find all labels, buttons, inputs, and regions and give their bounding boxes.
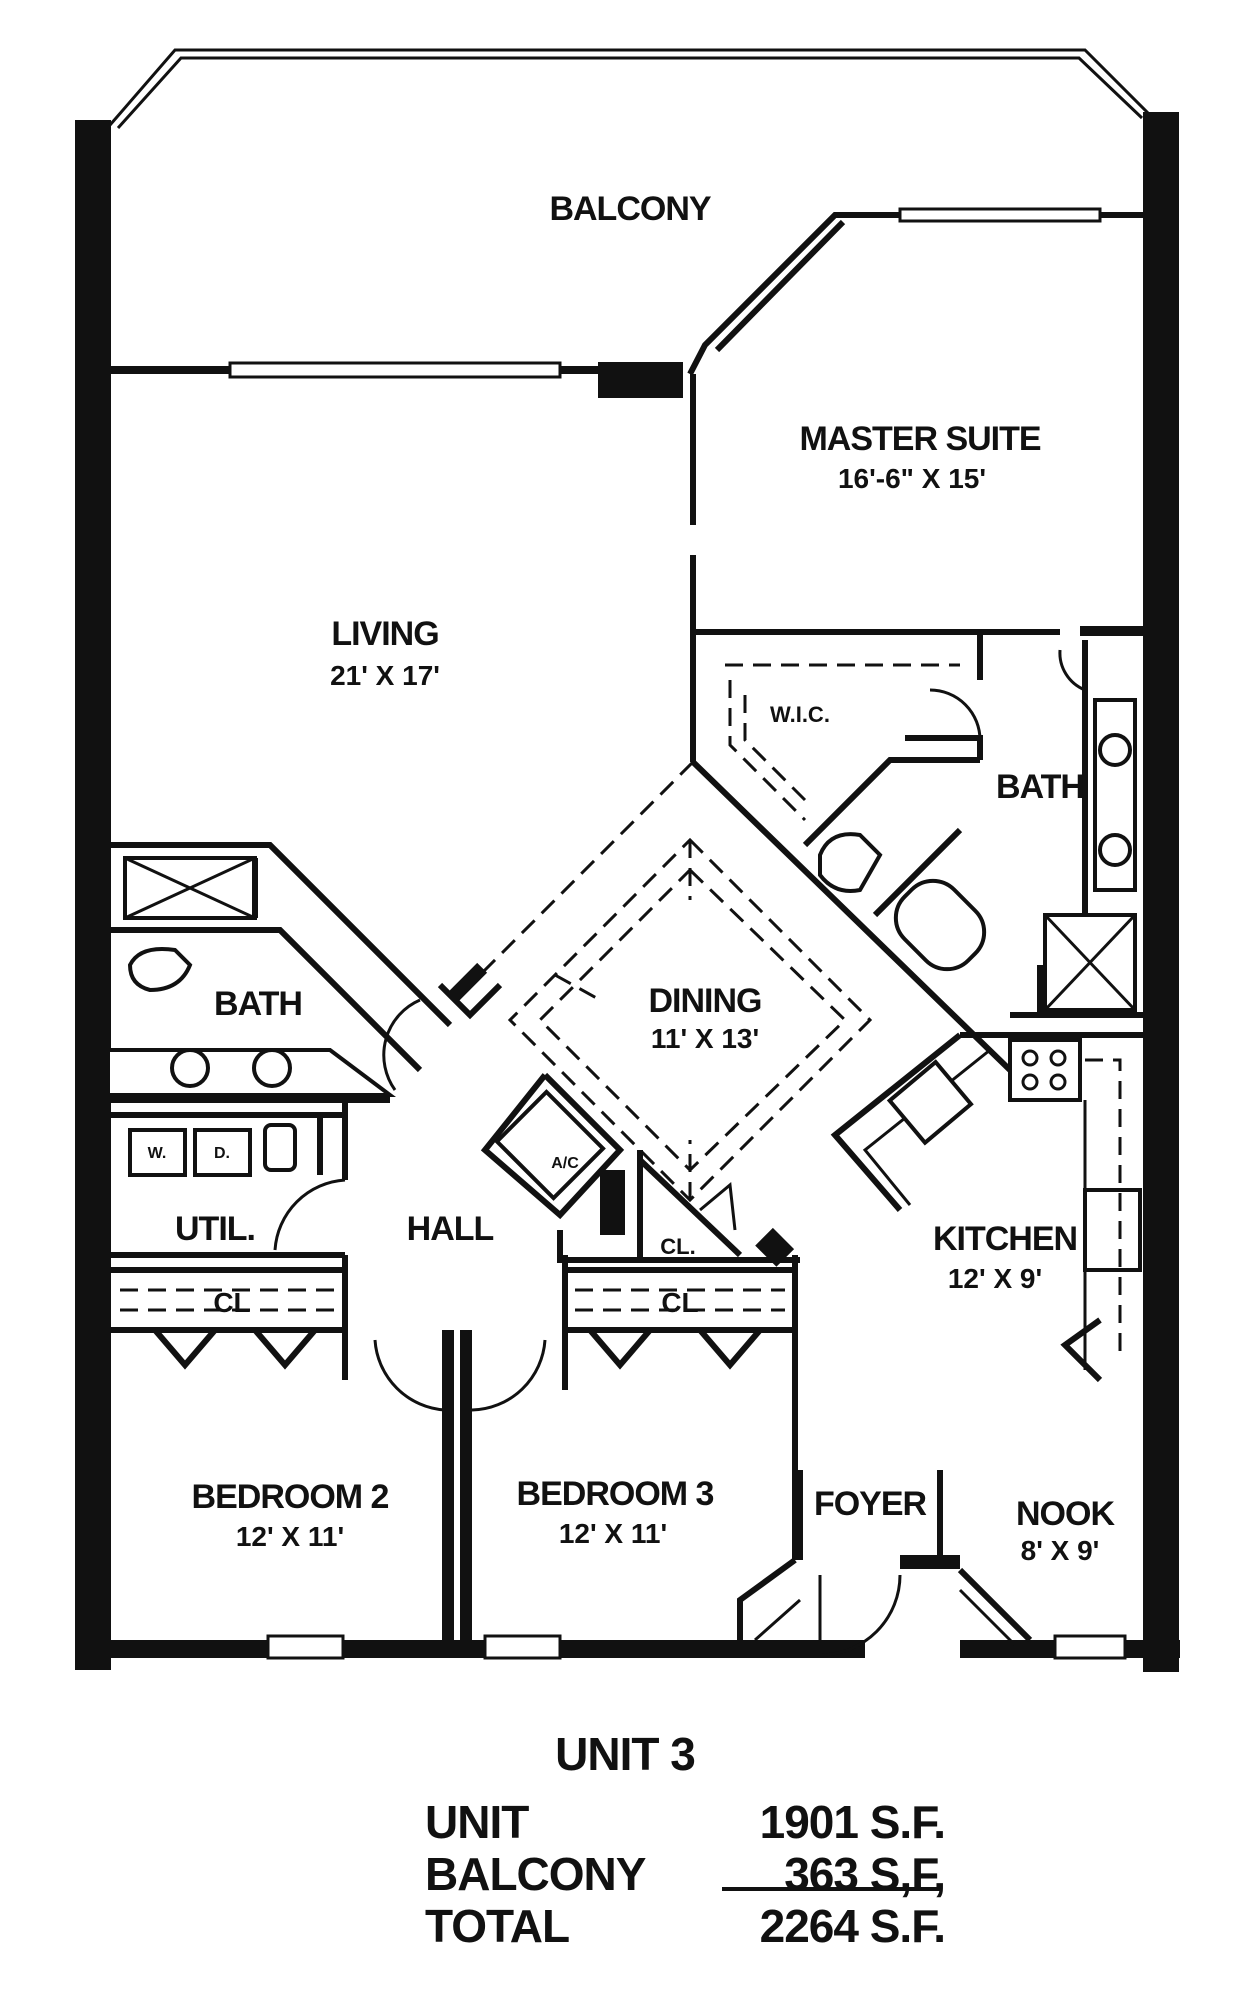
summary-label: BALCONY xyxy=(425,1848,646,1900)
summary-row-total: TOTAL 2264 S.F. xyxy=(425,1899,946,1955)
unit-title: UNIT 3 xyxy=(555,1728,696,1780)
living-dining-divider xyxy=(437,760,695,1020)
master-bath-label: BATH xyxy=(996,768,1084,806)
bedroom3-size: 12' X 11' xyxy=(559,1518,667,1549)
summary-row-unit: UNIT 1901 S.F. xyxy=(425,1795,946,1851)
bath-label: BATH xyxy=(214,985,302,1023)
wic-label: W.I.C. xyxy=(770,702,830,727)
exterior-walls xyxy=(75,112,1180,1672)
left-bath-walls xyxy=(110,842,453,1103)
bedroom-walls xyxy=(266,1330,568,1660)
hall-closet-label: CL. xyxy=(660,1234,695,1259)
kitchen-label: KITCHEN xyxy=(933,1220,1077,1258)
bedroom3-label: BEDROOM 3 xyxy=(517,1475,714,1513)
hall-walls xyxy=(480,1072,800,1560)
summary-value: 1901 S.F. xyxy=(759,1796,946,1848)
utility-walls xyxy=(110,1100,348,1258)
summary-label: UNIT xyxy=(425,1796,529,1848)
util-label: UTIL. xyxy=(175,1210,255,1248)
balcony-label: BALCONY xyxy=(549,190,711,228)
master-suite-walls xyxy=(687,207,1145,762)
summary-value: 2264 S.F. xyxy=(759,1900,946,1952)
area-summary: UNIT 3 UNIT 1901 S.F. BALCONY 363 S,F, T… xyxy=(0,1715,1250,1975)
dining-ceiling-outline xyxy=(507,837,873,1203)
summary-value: 363 S,F, xyxy=(784,1848,946,1900)
dining-size: 11' X 13' xyxy=(651,1023,759,1054)
summary-label: TOTAL xyxy=(425,1900,570,1952)
living-label: LIVING xyxy=(331,615,438,653)
living-size: 21' X 17' xyxy=(330,660,440,691)
dryer-label: D. xyxy=(214,1145,230,1162)
dining-label: DINING xyxy=(649,982,762,1020)
summary-row-balcony: BALCONY 363 S,F, xyxy=(425,1847,946,1903)
bedroom3-closet-label: CL xyxy=(661,1287,698,1318)
hall-label: HALL xyxy=(407,1210,494,1248)
foyer-nook-walls xyxy=(737,1470,1127,1660)
kitchen-size: 12' X 9' xyxy=(948,1263,1042,1294)
bedroom2-closet-label: CL xyxy=(213,1287,250,1318)
bedroom2-label: BEDROOM 2 xyxy=(192,1478,389,1516)
master-suite-size: 16'-6" X 15' xyxy=(838,463,986,494)
washer-label: W. xyxy=(148,1145,167,1162)
ac-label: A/C xyxy=(551,1155,579,1172)
balcony-railing xyxy=(108,48,1152,130)
foyer-label: FOYER xyxy=(814,1485,927,1523)
master-bath-walls xyxy=(690,632,1143,1073)
nook-size: 8' X 9' xyxy=(1021,1535,1100,1566)
living-balcony-wall xyxy=(110,361,683,398)
master-suite-label: MASTER SUITE xyxy=(799,420,1040,458)
kitchen-walls xyxy=(830,1032,1143,1383)
summary-divider xyxy=(722,1887,940,1891)
bedroom-closets xyxy=(110,1255,795,1370)
nook-label: NOOK xyxy=(1016,1495,1115,1533)
bedroom2-size: 12' X 11' xyxy=(236,1521,344,1552)
